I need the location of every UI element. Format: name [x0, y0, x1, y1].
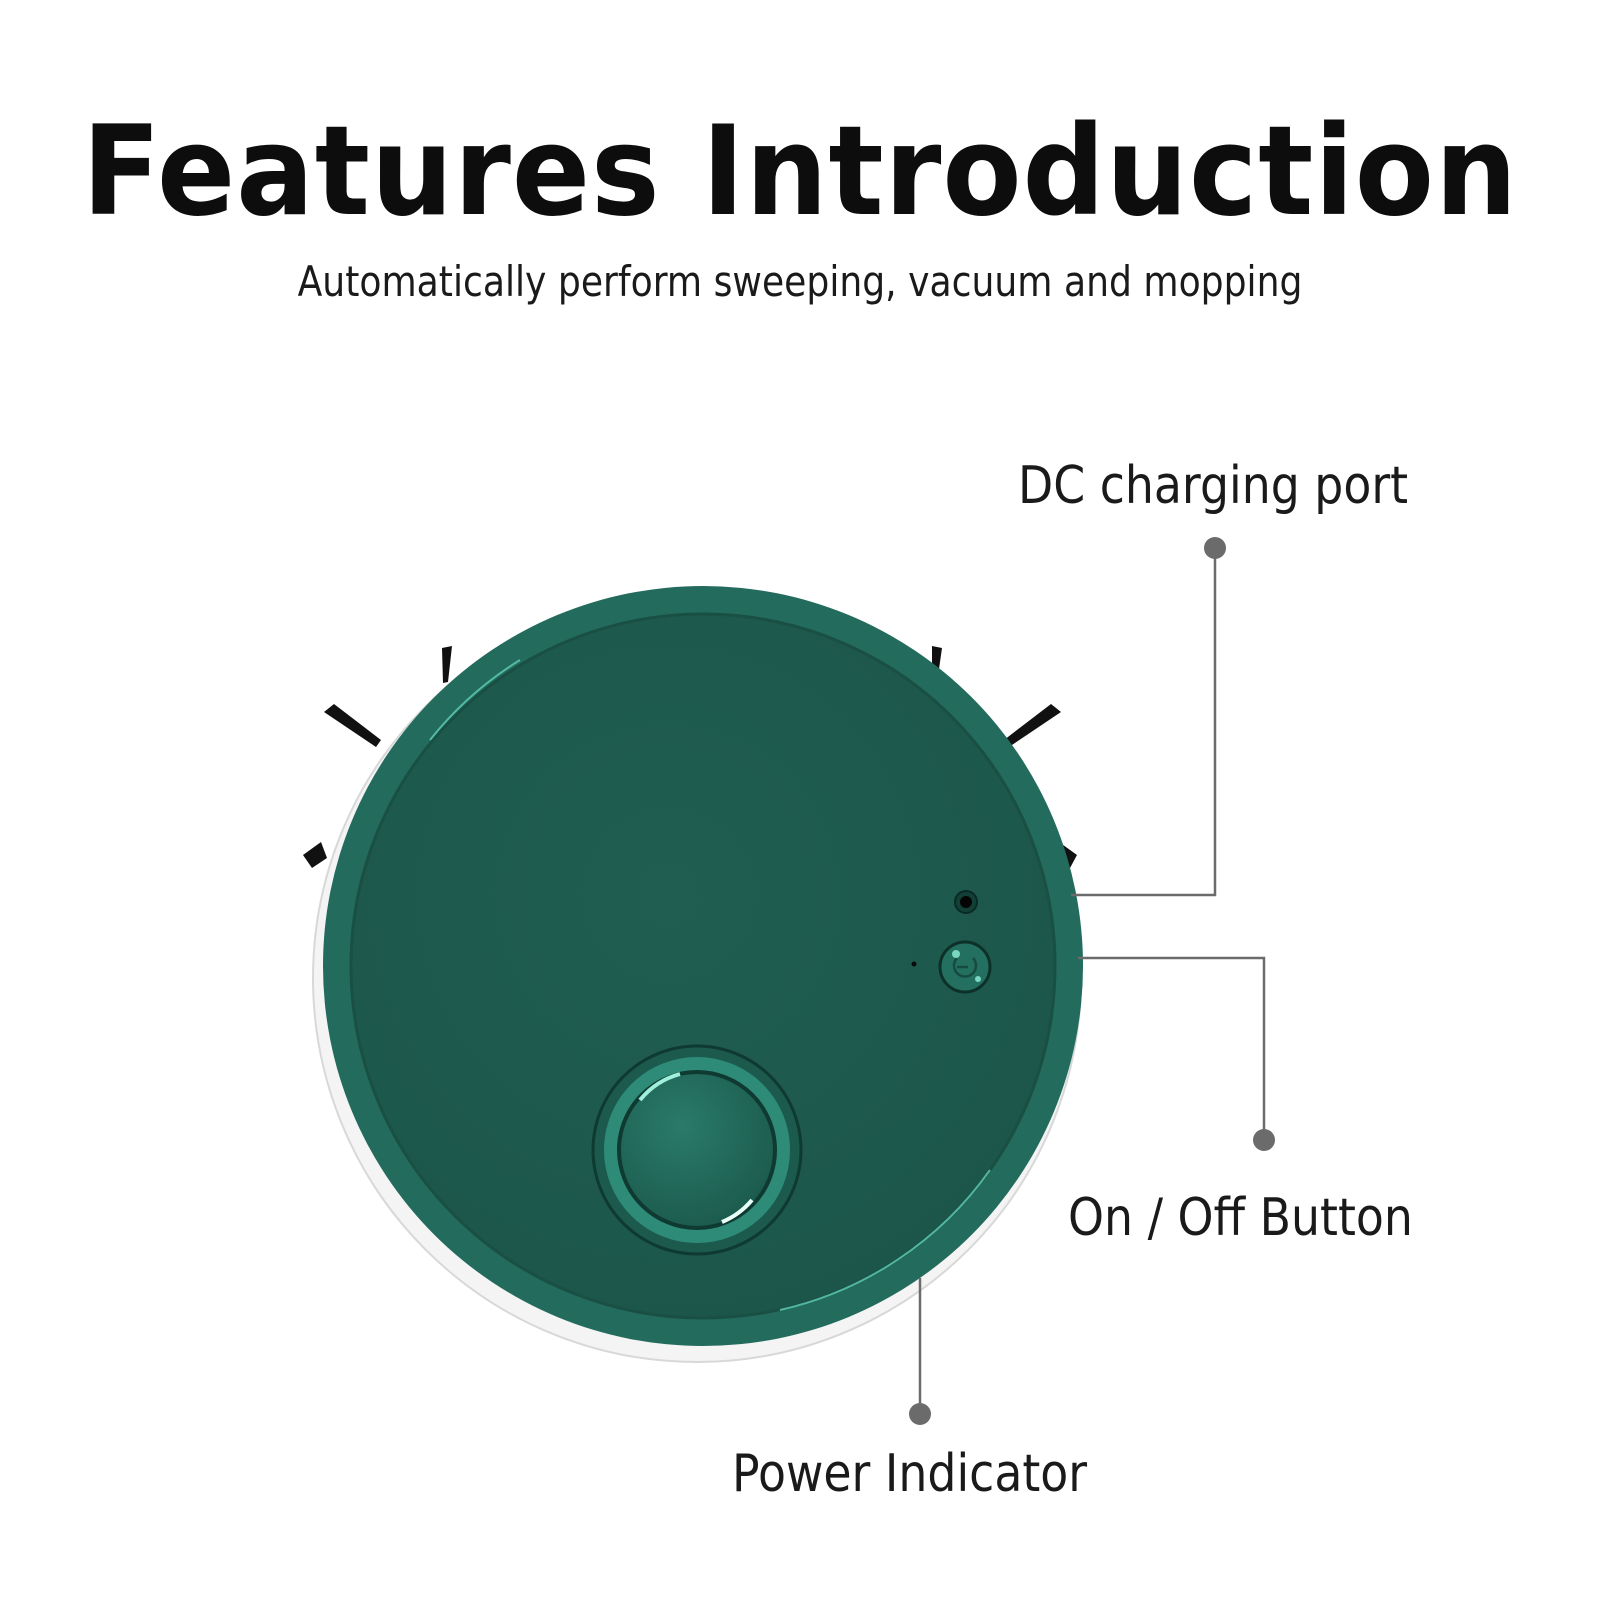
callout-dc-charging-port: DC charging port: [1018, 456, 1409, 516]
callout-on-off-button: On / Off Button: [1068, 1188, 1413, 1248]
power-indicator-light-icon: [911, 961, 917, 967]
page-title: Features Introduction: [82, 100, 1518, 244]
power-button-icon[interactable]: [938, 940, 992, 994]
dc-port-icon: [954, 890, 978, 914]
robot-top-cover: [349, 612, 1057, 1320]
callout-dots: [909, 537, 1275, 1425]
center-ring-icon: [591, 1044, 803, 1256]
page-subtitle: Automatically perform sweeping, vacuum a…: [297, 257, 1303, 306]
callout-leader-lines: [918, 548, 1266, 1414]
callout-power-indicator: Power Indicator: [732, 1444, 1088, 1504]
